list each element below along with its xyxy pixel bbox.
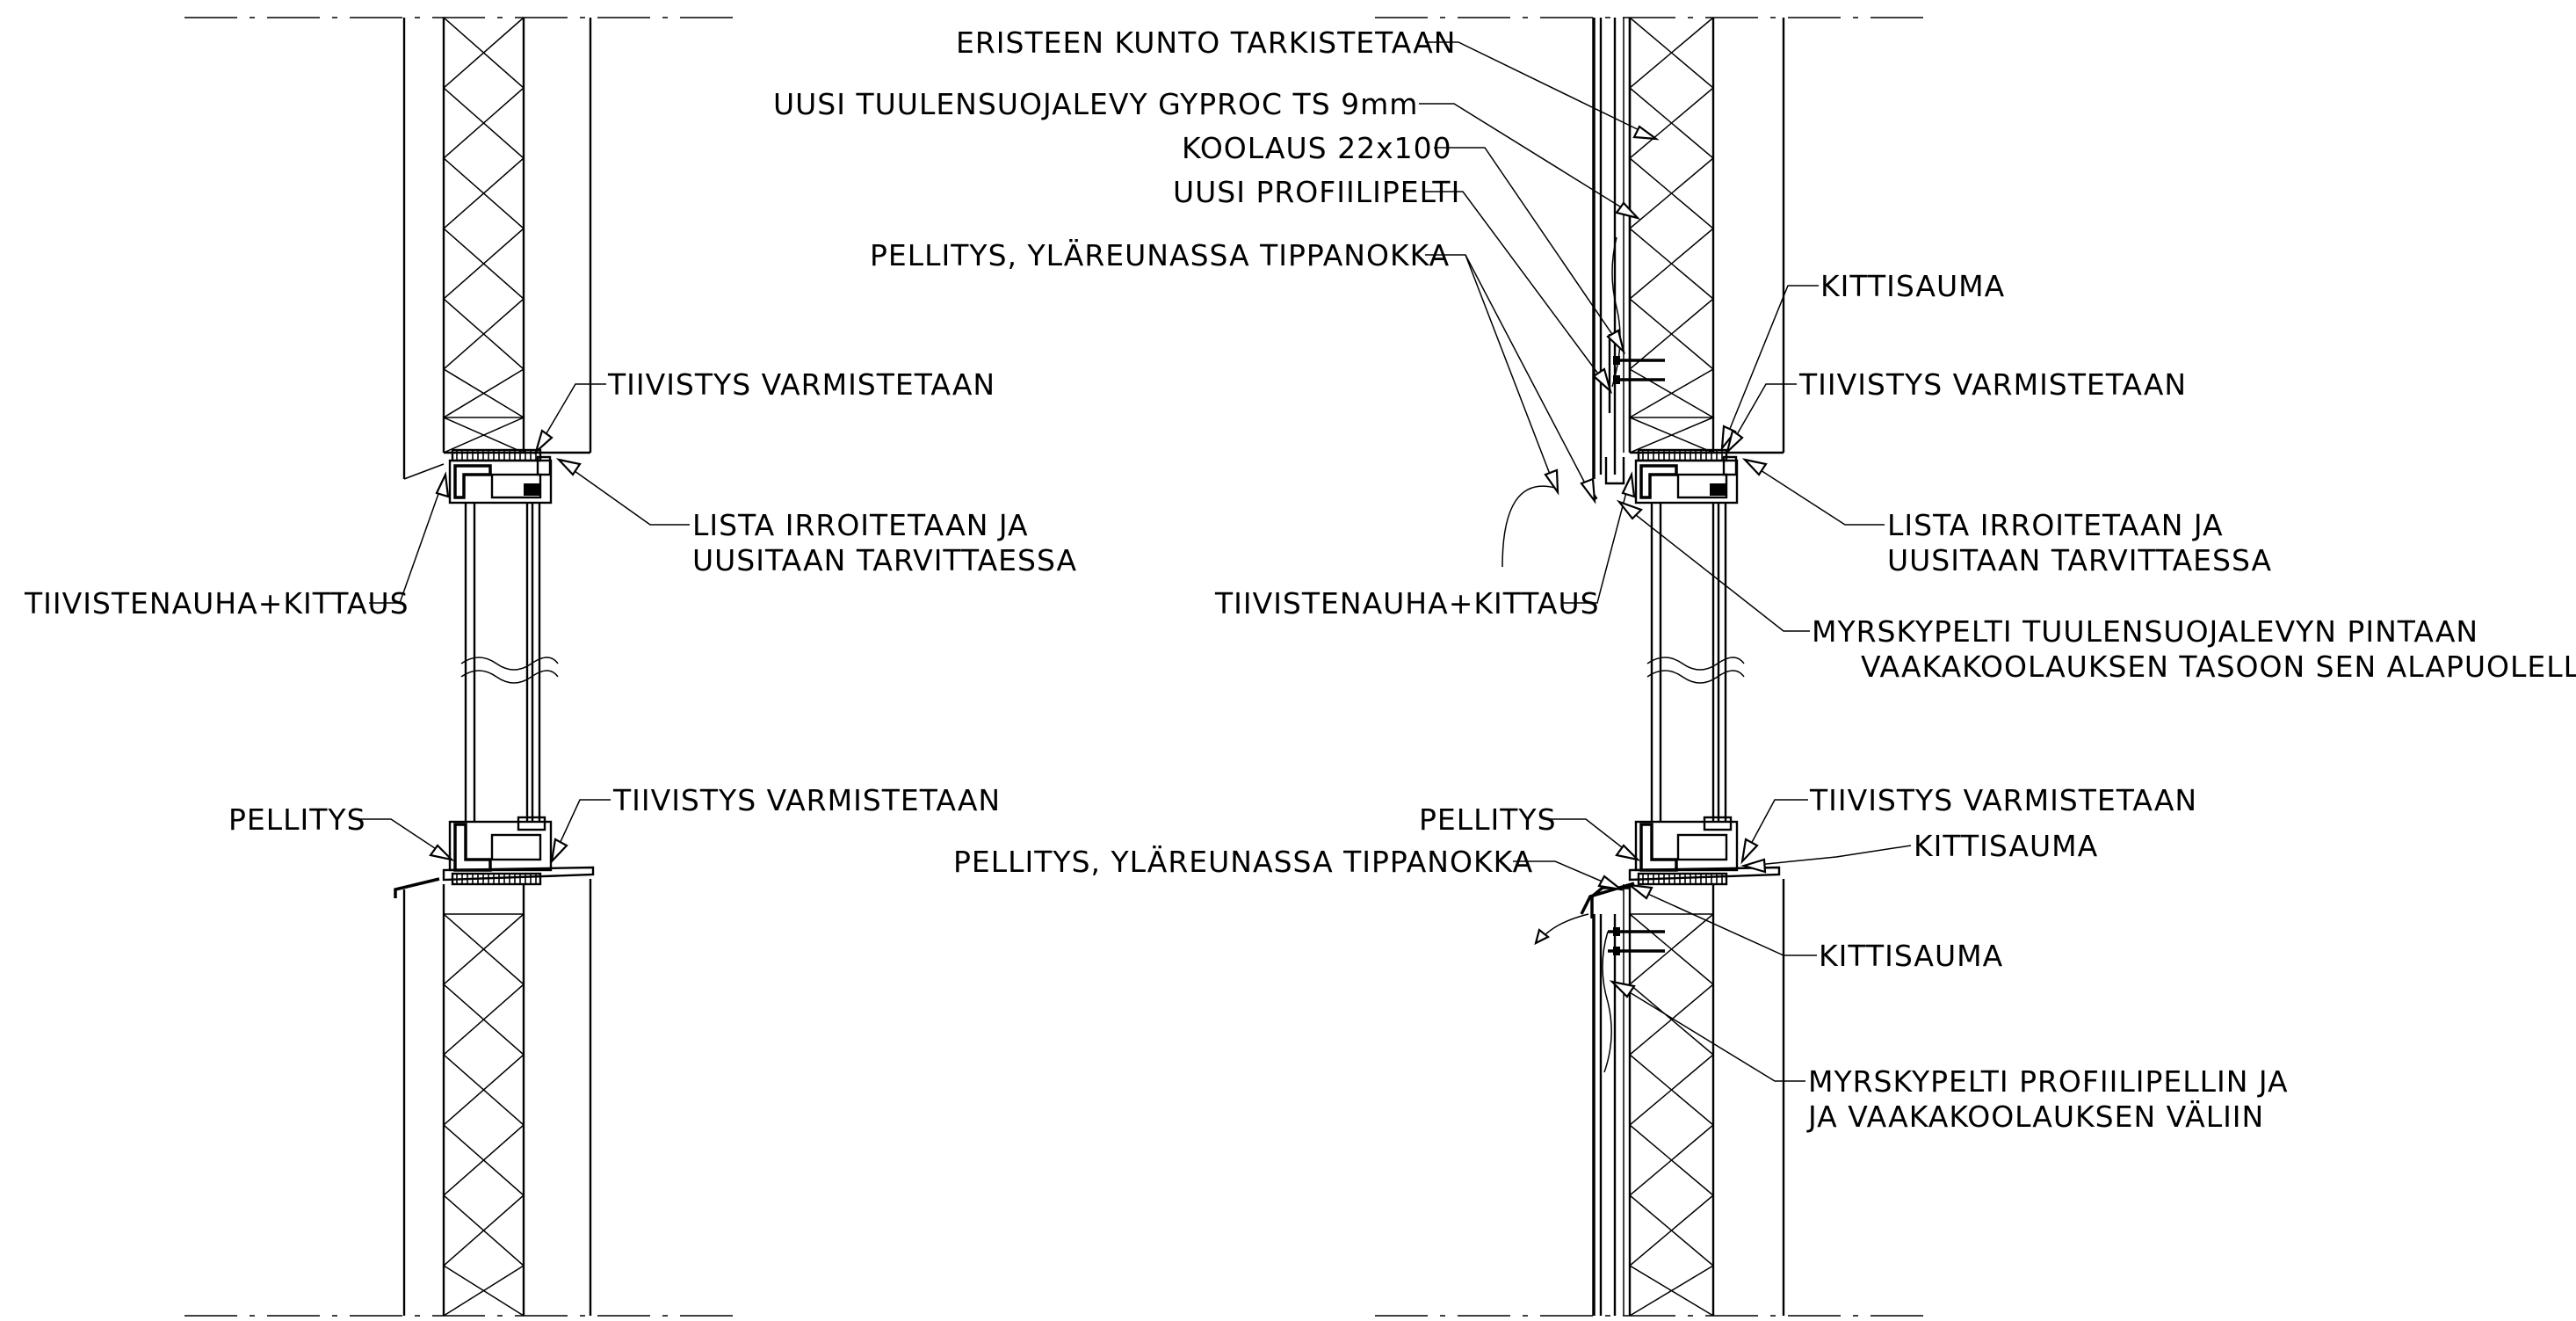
right-window-frame-bottom (1628, 816, 1781, 882)
right-label-strip-line1: LISTA IRROITETAAN JA (1887, 508, 2224, 542)
left-glass-break (460, 657, 559, 671)
left-detail: TIIVISTYS VARMISTETAAN LISTA IRROITETAAN… (24, 17, 1077, 1317)
right-label-insulation: ERISTEEN KUNTO TARKISTETAAN (956, 25, 1457, 60)
right-upper-storm-flashing (1501, 236, 1665, 568)
left-label-bottom-seal: TIIVISTYS VARMISTETAAN (612, 783, 1001, 817)
right-label-putty-top: KITTISAUMA (1820, 269, 2005, 303)
left-lower-wall (402, 879, 592, 1317)
left-window-frame-top (448, 455, 553, 822)
right-label-battens: KOOLAUS 22x100 (1182, 131, 1452, 165)
left-lower-insulation-zigzag (442, 913, 525, 1317)
right-label-storm-bottom-line1: MYRSKYPELTI PROFIILIPELLIN JA (1808, 1064, 2289, 1099)
right-sill-flashing (1628, 866, 1781, 882)
left-leaders (353, 383, 690, 865)
right-label-bottom-seal: TIIVISTYS VARMISTETAAN (1809, 783, 2197, 817)
left-sill-flashing (442, 866, 595, 882)
right-label-flashing-drip-bottom: PELLITYS, YLÄREUNASSA TIPPANOKKA (953, 845, 1533, 879)
left-window-frame-bottom (442, 816, 595, 882)
right-glass-break (1646, 657, 1745, 671)
right-label-flashing: PELLITYS (1419, 802, 1557, 837)
right-label-flashing-drip-top: PELLITYS, YLÄREUNASSA TIPPANOKKA (870, 238, 1450, 272)
right-sill-seal (1637, 872, 1728, 886)
left-upper-insulation-zigzag (442, 17, 525, 454)
left-external-flashing (394, 877, 440, 898)
left-label-tape: TIIVISTENAUHA+KITTAUS (24, 586, 409, 621)
left-label-strip-line1: LISTA IRROITETAAN JA (692, 508, 1029, 542)
right-window-frame-top (1634, 455, 1739, 822)
right-upper-insulation-zigzag (1628, 17, 1715, 454)
right-label-tape: TIIVISTENAUHA+KITTAUS (1214, 586, 1600, 621)
right-leaders (1419, 41, 1912, 1082)
right-label-putty-sill: KITTISAUMA (1914, 829, 2098, 863)
right-label-putty-bottom: KITTISAUMA (1819, 939, 2003, 973)
left-label-top-seal: TIIVISTYS VARMISTETAAN (607, 367, 995, 402)
left-upper-wall (402, 17, 592, 480)
right-label-storm-top-line2: VAAKAKOOLAUKSEN TASOON SEN ALAPUOLELLE (1861, 650, 2576, 684)
right-label-storm-bottom-line2: JA VAAKAKOOLAUKSEN VÄLIIN (1806, 1100, 2264, 1134)
left-label-flashing: PELLITYS (228, 802, 366, 837)
right-label-top-seal: TIIVISTYS VARMISTETAAN (1798, 367, 2187, 402)
right-detail: ERISTEEN KUNTO TARKISTETAAN UUSI TUULENS… (773, 17, 2576, 1317)
right-lower-drip-flashing (1534, 882, 1665, 1073)
right-label-wind-board: UUSI TUULENSUOJALEVY GYPROC TS 9mm (773, 87, 1418, 121)
right-label-strip-line2: UUSITAAN TARVITTAESSA (1887, 543, 2272, 577)
right-label-storm-top-line1: MYRSKYPELTI TUULENSUOJALEVYN PINTAAN (1812, 614, 2478, 649)
right-upper-wall (1628, 17, 1785, 454)
left-label-strip-line2: UUSITAAN TARVITTAESSA (692, 543, 1077, 577)
right-lower-insulation-zigzag (1628, 913, 1715, 1317)
right-label-profile-sheet: UUSI PROFIILIPELTI (1173, 175, 1460, 209)
